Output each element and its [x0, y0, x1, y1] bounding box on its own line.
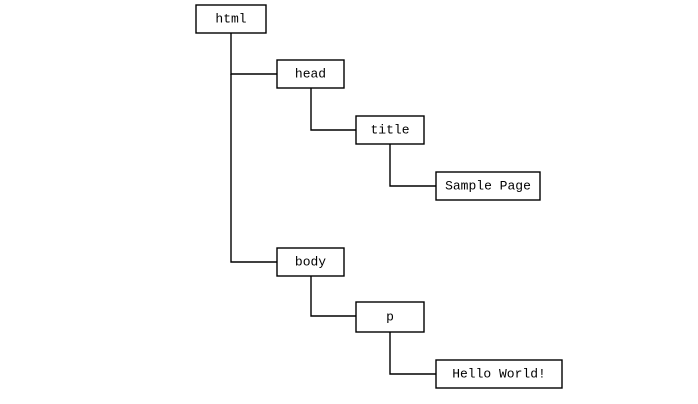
node-label: title — [370, 123, 409, 138]
connector-p-text — [389, 332, 436, 375]
node-label: p — [386, 310, 394, 325]
node-title: title — [355, 115, 425, 145]
node-label: Sample Page — [445, 179, 531, 194]
node-box — [435, 359, 563, 389]
node-label: head — [295, 67, 326, 82]
node-head: head — [276, 59, 345, 89]
connector-title-text — [389, 144, 436, 187]
connector-html-body — [230, 74, 277, 263]
node-label: body — [295, 255, 326, 270]
node-box — [435, 171, 541, 201]
connector-body-p — [310, 276, 356, 317]
node-p: p — [355, 301, 425, 333]
node-html: html — [195, 4, 267, 34]
node-box — [195, 4, 267, 34]
connector-head-title — [310, 88, 356, 131]
connectors — [230, 33, 436, 375]
node-title-text: Sample Page — [435, 171, 541, 201]
node-box — [355, 115, 425, 145]
connector-html-head — [230, 33, 277, 75]
node-label: Hello World! — [452, 367, 546, 382]
node-body: body — [276, 247, 345, 277]
node-box — [276, 59, 345, 89]
node-box — [276, 247, 345, 277]
node-p-text: Hello World! — [435, 359, 563, 389]
node-box — [355, 301, 425, 333]
node-label: html — [215, 12, 246, 27]
